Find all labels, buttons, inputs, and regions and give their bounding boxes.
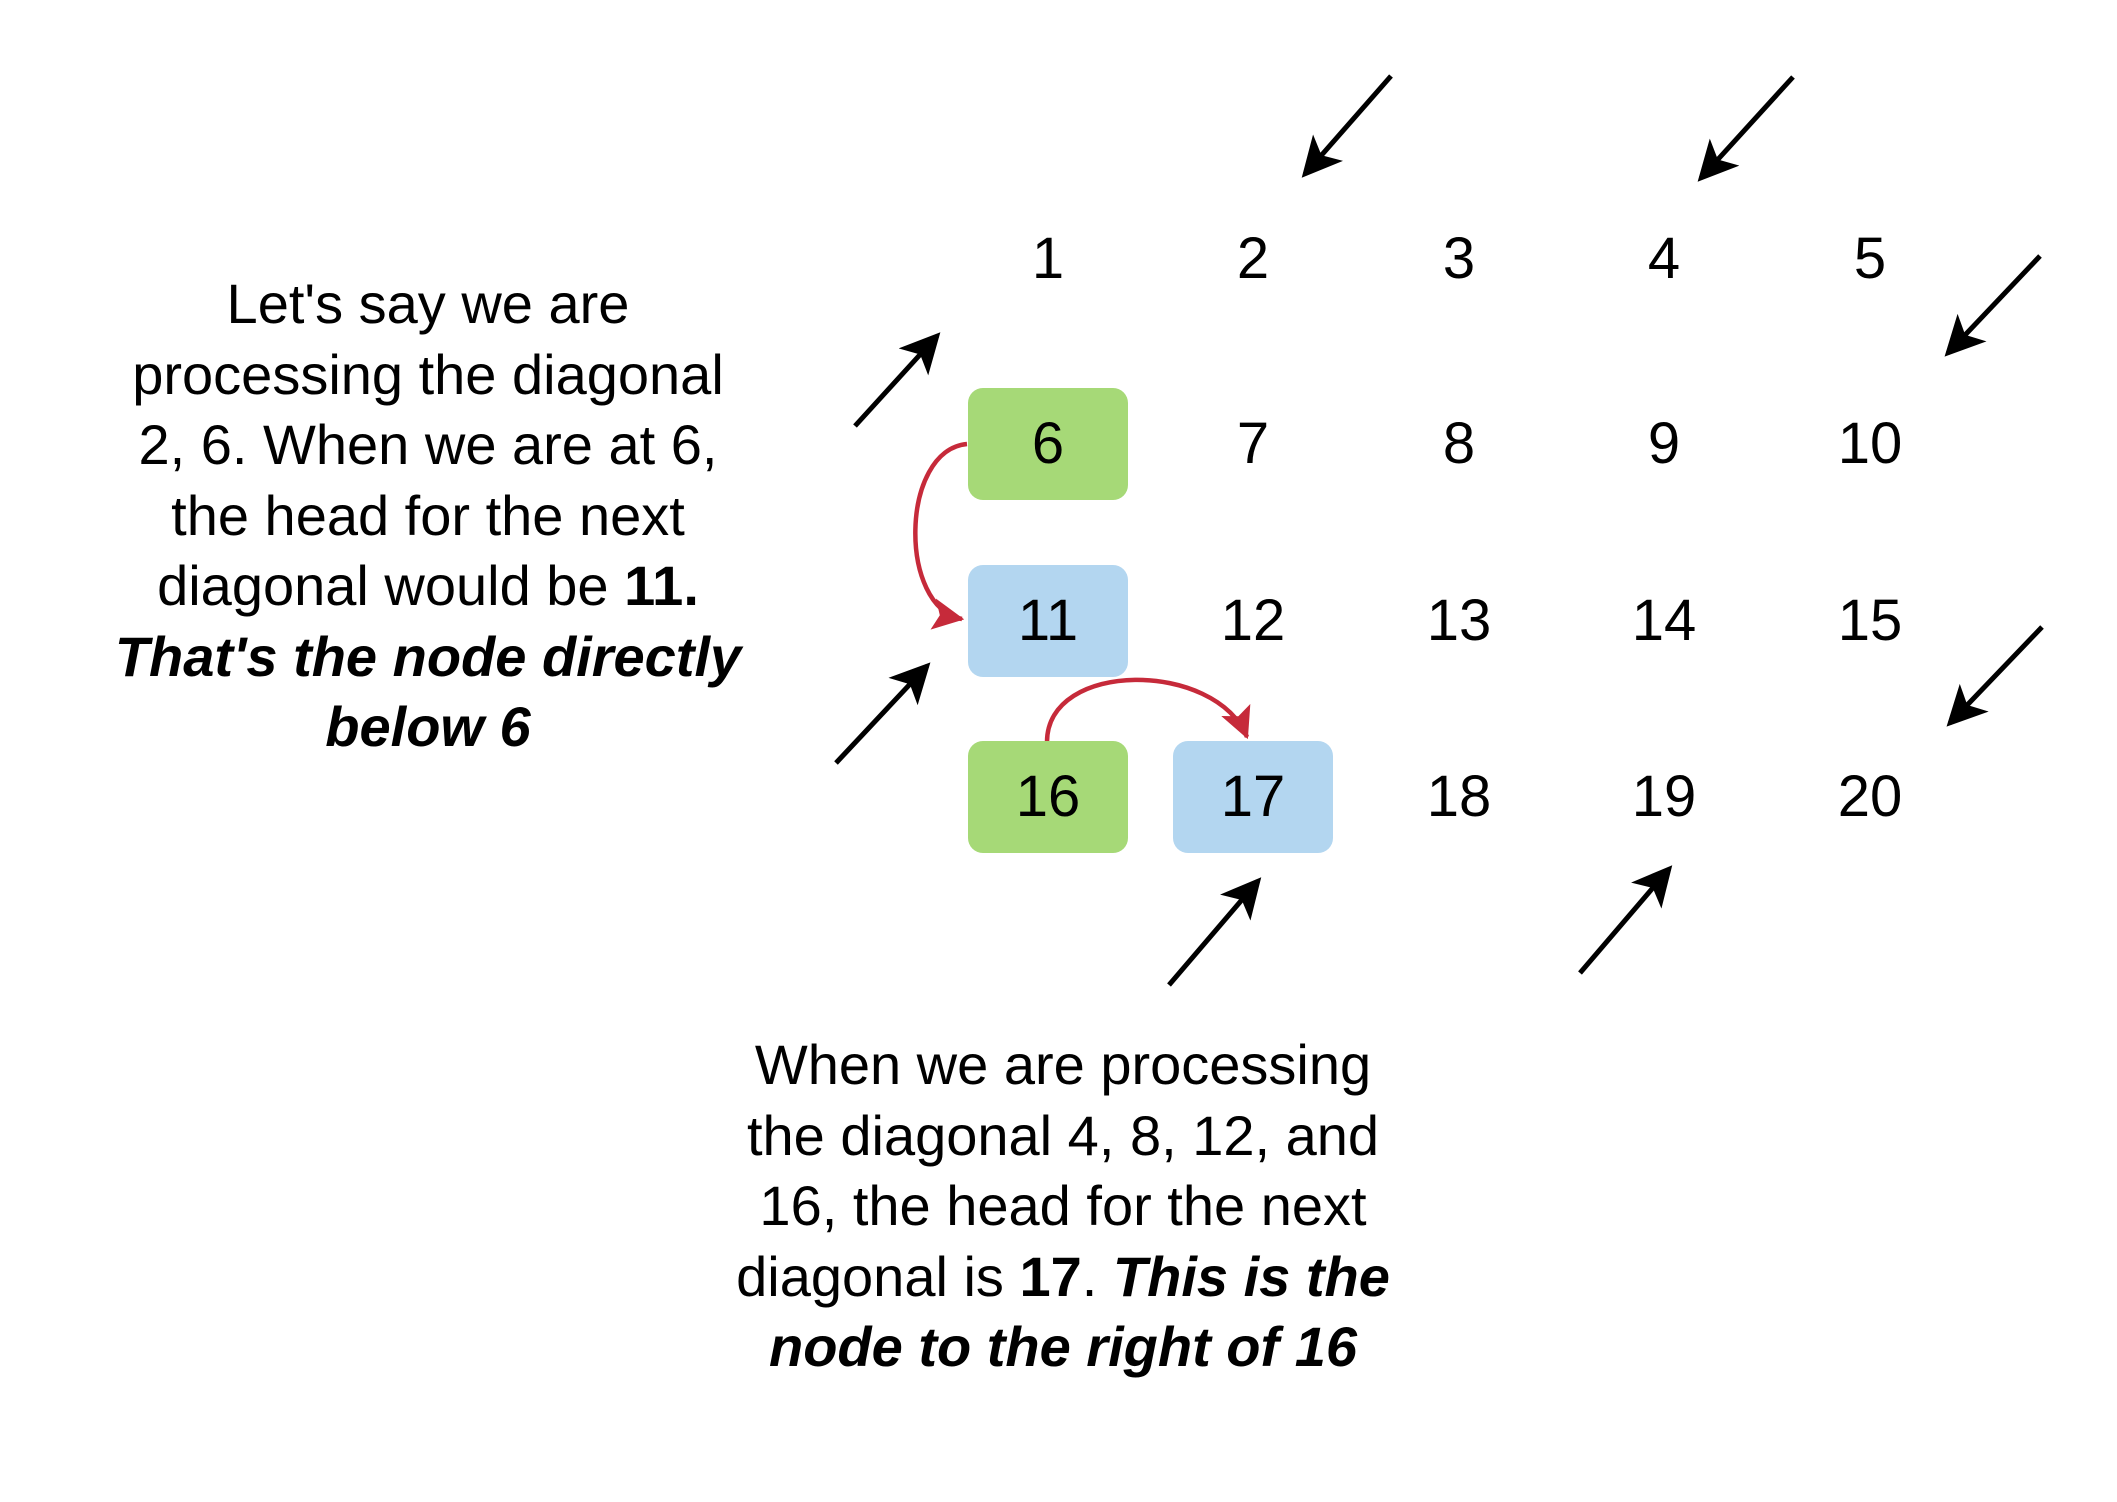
grid-cell-7: 7 xyxy=(1236,411,1270,476)
grid-cell-4: 4 xyxy=(1647,226,1681,291)
bottom-note: When we are processing the diagonal 4, 8… xyxy=(736,1030,1390,1383)
grid-cell-8: 8 xyxy=(1442,411,1476,476)
bottom-note-highlight-17: 17 xyxy=(1019,1244,1082,1308)
grid-cell-2: 2 xyxy=(1236,226,1270,291)
left-note-highlight-11: 11. xyxy=(624,554,699,617)
left-note-line-4: the head for the next xyxy=(171,483,685,547)
bottom-note-line-4: diagonal is 17. This is the xyxy=(736,1242,1390,1313)
left-note-line-5: diagonal would be 11. xyxy=(115,551,741,622)
diagonal-arrow-right-2 xyxy=(1946,625,2044,727)
grid-cell-5: 5 xyxy=(1853,226,1887,291)
left-note: Let's say we are processing the diagonal… xyxy=(115,269,741,763)
bottom-note-period: . xyxy=(1081,1244,1113,1308)
grid-cell-15: 15 xyxy=(1837,588,1903,653)
grid-cell-17-highlighted-blue: 17 xyxy=(1173,741,1333,853)
diagonal-arrow-bottom-1 xyxy=(1167,877,1262,987)
left-note-line-6: That's the node directly xyxy=(114,624,742,688)
bottom-note-line-3: 16, the head for the next xyxy=(759,1174,1367,1237)
diagonal-arrow-left-1 xyxy=(853,332,941,428)
left-note-line-5-text: diagonal would be xyxy=(157,554,625,617)
diagonal-arrow-bottom-2 xyxy=(1578,865,1673,975)
left-note-line-2: processing the diagonal xyxy=(132,342,724,406)
left-note-line-3: 2, 6. When we are at 6, xyxy=(138,413,718,476)
red-arrow-16-to-17 xyxy=(1044,677,1251,743)
left-note-line-7: below 6 xyxy=(325,695,531,758)
grid-cell-19: 19 xyxy=(1631,764,1697,829)
grid-cell-9: 9 xyxy=(1647,411,1681,476)
grid-cell-13: 13 xyxy=(1426,588,1492,653)
bottom-note-line-2: the diagonal 4, 8, 12, and xyxy=(746,1103,1380,1167)
grid-cell-11-highlighted-blue: 11 xyxy=(968,565,1128,677)
diagonal-arrow-right-1 xyxy=(1944,254,2042,357)
bottom-note-line-4-text: diagonal is xyxy=(736,1244,1020,1308)
red-arrow-6-to-11 xyxy=(913,441,968,630)
left-note-line-1: Let's say we are xyxy=(226,272,630,335)
bottom-note-line-1: When we are processing xyxy=(754,1033,1372,1096)
grid-cell-12: 12 xyxy=(1220,588,1286,653)
grid-cell-20: 20 xyxy=(1837,764,1903,829)
bottom-note-emphasis: This is the xyxy=(1112,1244,1390,1308)
grid-cell-6-highlighted-green: 6 xyxy=(968,388,1128,500)
bottom-note-line-5: node to the right of 16 xyxy=(769,1315,1357,1378)
diagonal-arrow-left-2 xyxy=(834,662,931,765)
grid-cell-3: 3 xyxy=(1442,226,1476,291)
diagonal-arrow-top-2 xyxy=(1697,75,1795,182)
grid-cell-10: 10 xyxy=(1837,411,1903,476)
diagonal-arrow-top-1 xyxy=(1301,74,1393,178)
grid-cell-16-highlighted-green: 16 xyxy=(968,741,1128,853)
grid-cell-14: 14 xyxy=(1631,588,1697,653)
grid-cell-18: 18 xyxy=(1426,764,1492,829)
grid-cell-1: 1 xyxy=(1031,226,1065,291)
